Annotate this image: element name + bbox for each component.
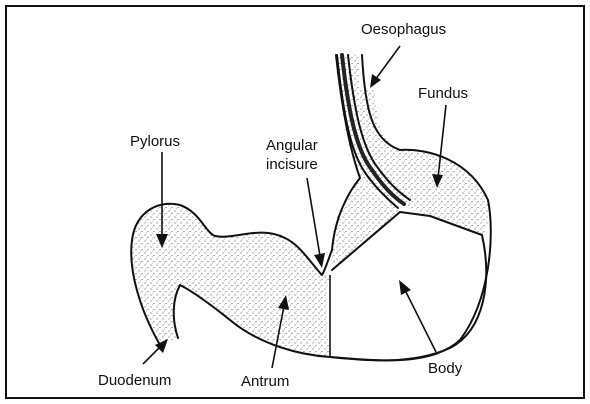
fundus-label: Fundus: [418, 85, 468, 102]
angular-incisure-label-line1: Angular: [266, 137, 318, 154]
duodenum-label: Duodenum: [98, 372, 171, 389]
antrum-label: Antrum: [241, 373, 289, 390]
body-label: Body: [428, 360, 463, 377]
angular-incisure-label-line2: incisure: [266, 156, 318, 173]
pylorus-label: Pylorus: [130, 133, 180, 150]
oesophagus-label: Oesophagus: [361, 21, 446, 38]
